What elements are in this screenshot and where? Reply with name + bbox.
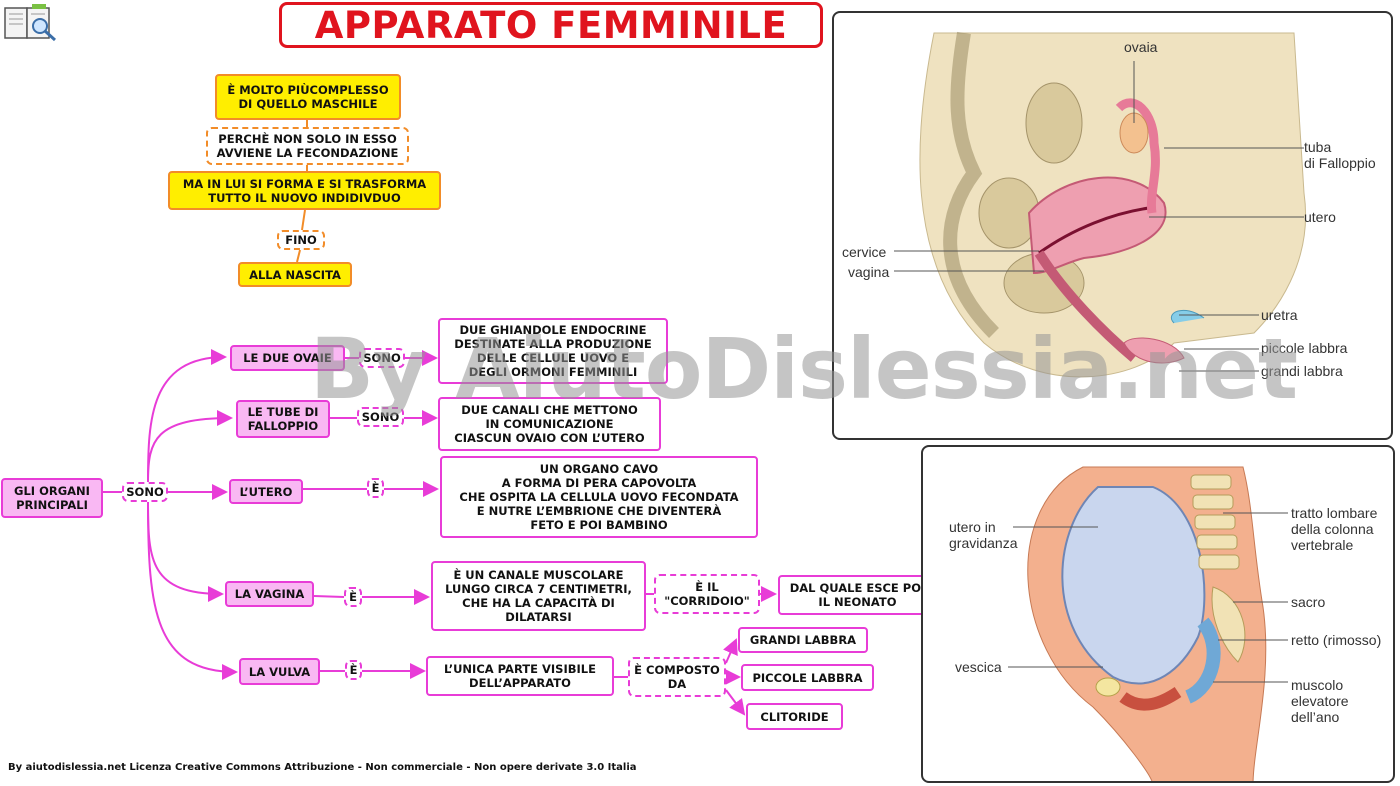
- organ-ovaie: LE DUE OVAIE: [230, 345, 345, 371]
- part-grandi-labbra: GRANDI LABBRA: [738, 627, 868, 653]
- label-sacro: sacro: [1291, 594, 1326, 610]
- desc-neonato: DAL QUALE ESCE POI IL NEONATO: [778, 575, 937, 615]
- pregnancy-illustration: [1027, 466, 1267, 781]
- label-tuba: tuba di Falloppio: [1304, 139, 1376, 171]
- label-grandi-labbra: grandi labbra: [1261, 363, 1343, 379]
- book-logo-icon: [4, 4, 57, 42]
- link-corridoio: È IL "CORRIDOIO": [654, 574, 760, 614]
- label-vagina: vagina: [848, 264, 890, 280]
- part-clitoride: CLITORIDE: [746, 703, 843, 730]
- link-tube: SONO: [357, 407, 404, 427]
- label-leader-lines-1: [894, 61, 1304, 372]
- root-link-sono: SONO: [122, 482, 168, 502]
- label-utero-gravidanza: utero in gravidanza: [949, 519, 1018, 551]
- anatomy-panel-pregnancy: utero in gravidanza vescica tratto lomba…: [921, 445, 1395, 783]
- link-ovaie: SONO: [359, 348, 405, 368]
- organ-tube: LE TUBE DI FALLOPPIO: [236, 400, 330, 438]
- desc-utero: UN ORGANO CAVO A FORMA DI PERA CAPOVOLTA…: [440, 456, 758, 538]
- label-vescica: vescica: [955, 659, 1002, 675]
- label-muscolo: muscolo elevatore dell’ano: [1291, 677, 1349, 725]
- part-piccole-labbra: PICCOLE LABBRA: [741, 664, 874, 691]
- organ-utero: L’UTERO: [229, 479, 303, 504]
- intro-nascita-box: ALLA NASCITA: [238, 262, 352, 287]
- desc-vulva: L’UNICA PARTE VISIBILE DELL’APPARATO: [426, 656, 614, 696]
- label-leader-lines-2: [1008, 512, 1288, 683]
- link-vagina: È: [344, 587, 362, 607]
- label-utero: utero: [1304, 209, 1336, 225]
- label-retto: retto (rimosso): [1291, 632, 1382, 648]
- uterus-section-illustration: [919, 31, 1306, 378]
- organ-vagina: LA VAGINA: [225, 581, 314, 607]
- page-title: APPARATO FEMMINILE: [279, 2, 823, 48]
- link-vulva: È: [345, 660, 362, 680]
- anatomy-panel-sagittal: ovaia tuba di Falloppio utero cervice va…: [832, 11, 1393, 440]
- link-utero: È: [367, 478, 384, 498]
- desc-tube: DUE CANALI CHE METTONO IN COMUNICAZIONE …: [438, 397, 661, 451]
- label-piccole-labbra: piccole labbra: [1261, 340, 1348, 356]
- label-ovaia: ovaia: [1124, 39, 1158, 55]
- desc-ovaie: DUE GHIANDOLE ENDOCRINE DESTINATE ALLA P…: [438, 318, 668, 384]
- desc-vagina: È UN CANALE MUSCOLARE LUNGO CIRCA 7 CENT…: [431, 561, 646, 631]
- intro-complexity-box: È MOLTO PIÙCOMPLESSO DI QUELLO MASCHILE: [215, 74, 401, 120]
- organ-vulva: LA VULVA: [239, 658, 320, 685]
- license-footer: By aiutodislessia.net Licenza Creative C…: [8, 762, 637, 773]
- root-node: GLI ORGANI PRINCIPALI: [1, 478, 103, 518]
- intro-fino-link: FINO: [277, 230, 325, 250]
- label-uretra: uretra: [1261, 307, 1298, 323]
- label-cervice: cervice: [842, 244, 887, 260]
- link-composto: È COMPOSTO DA: [628, 657, 726, 697]
- intro-fecondazione-box: PERCHÈ NON SOLO IN ESSO AVVIENE LA FECON…: [206, 127, 409, 165]
- intro-transform-box: MA IN LUI SI FORMA E SI TRASFORMA TUTTO …: [168, 171, 441, 210]
- concept-map-connectors: [103, 120, 777, 716]
- label-tratto-lombare: tratto lombare della colonna vertebrale: [1291, 505, 1378, 553]
